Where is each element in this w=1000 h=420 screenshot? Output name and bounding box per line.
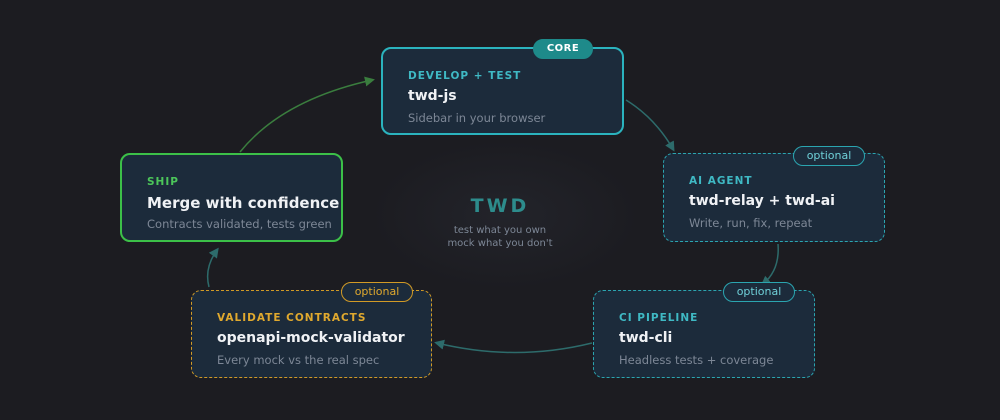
ship-kicker: SHIP (147, 176, 179, 188)
tagline-line-1: test what you own (453, 225, 547, 236)
validate-title: openapi-mock-validator (217, 330, 405, 346)
develop-subtitle: Sidebar in your browser (408, 111, 546, 125)
develop-kicker: DEVELOP + TEST (408, 70, 522, 82)
validate-optional-badge: optional (341, 282, 413, 302)
ci-pipeline-kicker: CI PIPELINE (619, 312, 699, 324)
twd-name: TWD (470, 195, 530, 217)
ship-subtitle: Contracts validated, tests green (147, 217, 332, 231)
ci-pipeline-card: CI PIPELINE twd-cli Headless tests + cov… (593, 290, 815, 378)
arrow-ship-to-develop (239, 76, 375, 153)
ai-agent-title: twd-relay + twd-ai (689, 193, 835, 209)
ci-pipeline-title: twd-cli (619, 330, 673, 346)
ai-agent-optional-badge: optional (793, 146, 865, 166)
arrow-ai-agent-to-ci (760, 243, 779, 286)
arrow-ci-to-validate (434, 339, 593, 354)
validate-kicker: VALIDATE CONTRACTS (217, 312, 367, 324)
center-label: TWD test what you own mock what you don'… (400, 195, 600, 250)
develop-title: twd-js (408, 88, 457, 104)
ship-title: Merge with confidence (147, 194, 340, 212)
arrow-develop-to-ai-agent (625, 99, 675, 152)
validate-card: VALIDATE CONTRACTS openapi-mock-validato… (191, 290, 432, 378)
ai-agent-card: AI AGENT twd-relay + twd-ai Write, run, … (663, 153, 885, 242)
ai-agent-subtitle: Write, run, fix, repeat (689, 216, 813, 230)
ai-agent-kicker: AI AGENT (689, 175, 753, 187)
tagline-line-2: mock what you don't (447, 238, 553, 249)
ship-card: SHIP Merge with confidence Contracts val… (120, 153, 343, 242)
arrow-validate-to-ship (206, 247, 219, 288)
ci-pipeline-subtitle: Headless tests + coverage (619, 353, 774, 367)
center-glow (370, 140, 640, 290)
develop-card: DEVELOP + TEST twd-js Sidebar in your br… (381, 47, 624, 135)
validate-subtitle: Every mock vs the real spec (217, 353, 380, 367)
ci-pipeline-optional-badge: optional (723, 282, 795, 302)
core-badge: CORE (533, 39, 593, 59)
